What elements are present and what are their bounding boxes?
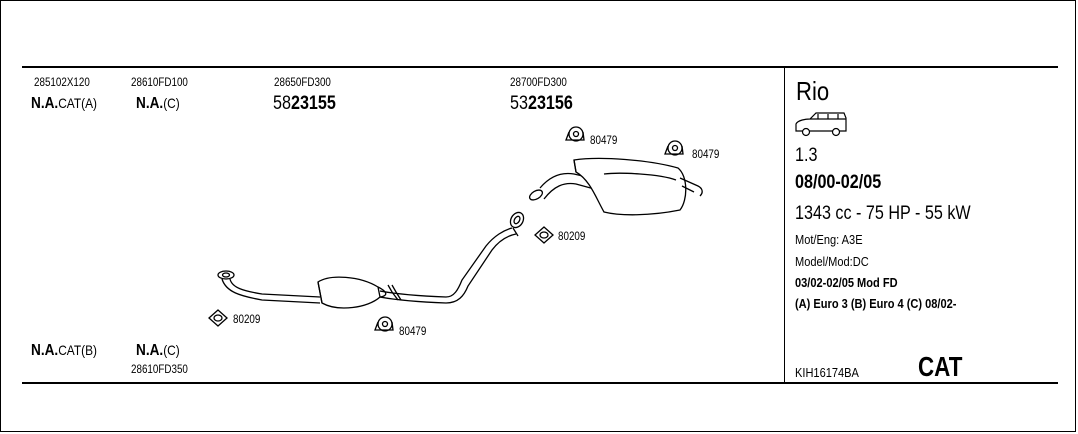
motor-engine-code: Mot/Eng: A3E: [795, 232, 863, 247]
flange-gasket-icon: [208, 309, 228, 327]
engine-size: 1.3: [795, 145, 818, 166]
part-number-2: 28610FD100: [131, 75, 188, 89]
flange-gasket-icon: [534, 226, 554, 244]
part-5-availability: N.A.CAT(B): [31, 342, 97, 359]
bottom-rule: [22, 382, 1058, 384]
part-6-availability: N.A.(C): [136, 342, 180, 359]
rear-silencer-icon: [573, 157, 687, 216]
clamp-label-2: 80479: [692, 147, 720, 161]
vehicle-name: Rio: [796, 76, 830, 106]
rubber-hanger-icon: [565, 126, 585, 142]
engine-power: 1343 cc - 75 HP - 55 kW: [795, 203, 971, 224]
part-1-availability: N.A.CAT(A): [31, 95, 97, 112]
front-flange-icon: [217, 270, 235, 280]
model-code: Model/Mod:DC: [795, 254, 869, 269]
clamp-label-5: 80479: [399, 324, 427, 338]
part-4-code: 5323156: [510, 93, 573, 114]
part-3-code: 5823155: [273, 93, 336, 114]
clamp-label-4: 80209: [233, 312, 261, 326]
model-date-line: 03/02-02/05 Mod FD: [795, 275, 898, 290]
part-number-6: 28610FD350: [131, 362, 188, 376]
euro-norm-line: (A) Euro 3 (B) Euro 4 (C) 08/02-: [795, 296, 957, 311]
part-2-availability: N.A.(C): [136, 95, 180, 112]
clamp-label-1: 80479: [590, 133, 618, 147]
mid-flange-icon: [509, 211, 525, 229]
clamp-label-3: 80209: [558, 229, 586, 243]
production-period: 08/00-02/05: [795, 172, 882, 193]
part-number-3: 28650FD300: [274, 75, 331, 89]
catalyst-badge: CAT: [918, 351, 963, 382]
rubber-hanger-icon: [664, 140, 684, 156]
part-number-1: 285102X120: [34, 75, 90, 89]
info-divider: [784, 67, 785, 383]
rubber-hanger-icon: [374, 316, 394, 332]
part-number-4: 28700FD300: [510, 75, 567, 89]
kit-code: KIH16174BA: [795, 365, 859, 380]
top-rule: [22, 66, 1058, 68]
